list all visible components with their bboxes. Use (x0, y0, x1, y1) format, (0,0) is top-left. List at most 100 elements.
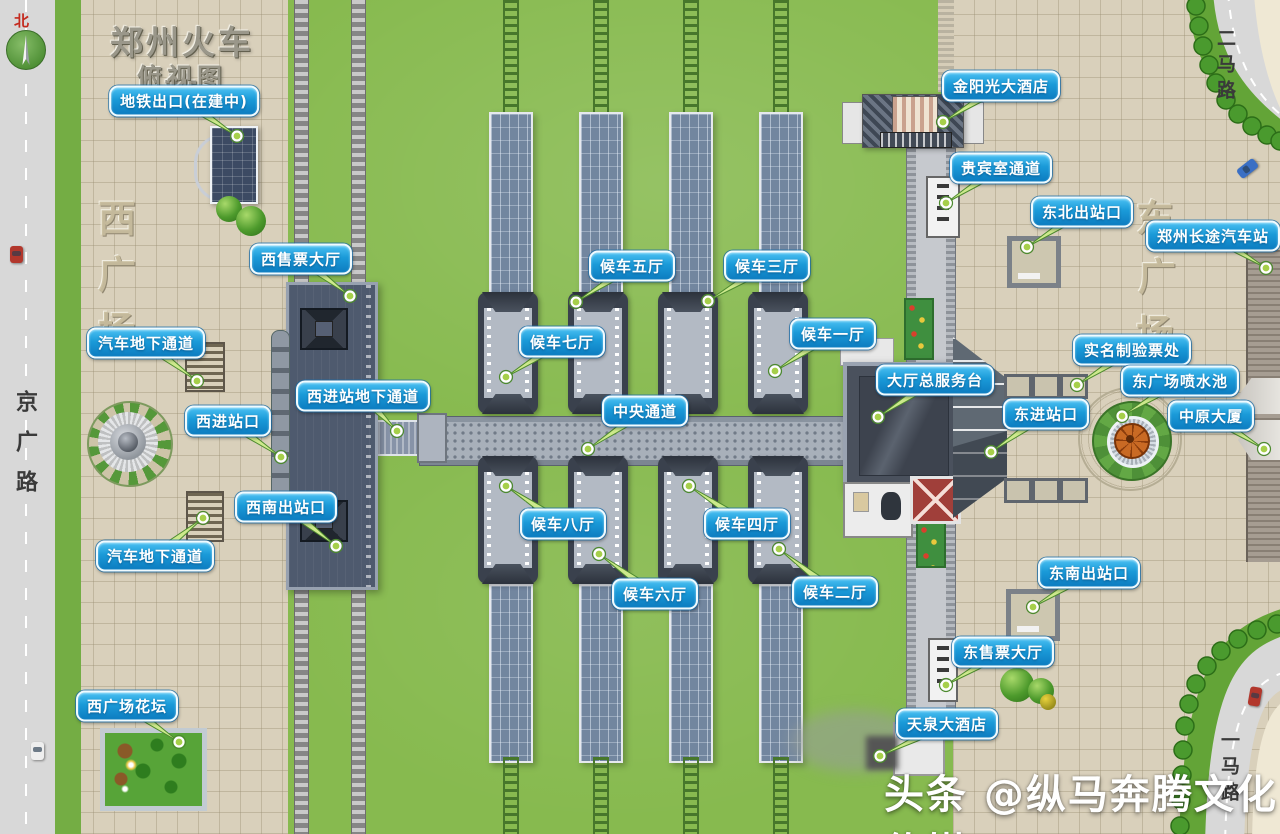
road-centerline (25, 0, 27, 834)
south-annex (843, 482, 913, 538)
pointer-dot-zhongyuan-tower (1258, 443, 1270, 455)
skylight (300, 308, 348, 350)
pointer-ring-waiting-hall-5 (568, 294, 584, 310)
callout-jinyangguang-hotel: 金阳光大酒店 (941, 70, 1061, 102)
pointer-dot-jinyangguang-hotel (937, 116, 949, 128)
bush-yellow (1040, 694, 1056, 710)
pointer-dot-waiting-hall-8 (500, 480, 512, 492)
pointer-ring-east-ticket-hall (938, 677, 954, 693)
pointer-dot-waiting-hall-3 (702, 295, 714, 307)
pointer-ring-southeast-exit (1025, 599, 1041, 615)
corridor-flower-strip (904, 298, 934, 360)
pointer-dot-central-corridor (582, 443, 594, 455)
callout-zhengzhou-coach-station: 郑州长途汽车站 (1145, 220, 1280, 252)
pointer-ring-vip-lounge-corridor (938, 195, 954, 211)
pointer-ring-waiting-hall-3 (700, 293, 716, 309)
underpass-connector (417, 413, 447, 463)
corridor-flower-strip (916, 520, 946, 568)
road-name-left: 京广路 (12, 390, 37, 510)
pointer-dot-west-ticket-hall (344, 290, 356, 302)
fountain-hub (1126, 435, 1134, 443)
pointer-dot-car-underpass-south (197, 512, 209, 524)
callout-east-square-fountain: 东广场喷水池 (1120, 365, 1240, 397)
callout-east-entry-gate: 东进站口 (1002, 398, 1090, 430)
pointer-dot-east-entry-gate (985, 446, 997, 458)
callout-waiting-hall-2: 候车二厅 (791, 576, 879, 608)
pointer-ring-waiting-hall-7 (498, 369, 514, 385)
kiosk (1060, 478, 1088, 503)
callout-west-entry-underpass: 西进站地下通道 (295, 380, 431, 412)
pointer-dot-waiting-hall-6 (593, 548, 605, 560)
pointer-dot-waiting-hall-5 (570, 296, 582, 308)
compass-north-label: 北 (14, 12, 30, 30)
callout-subway-exit: 地铁出口(在建中) (109, 85, 259, 117)
platform-canopy (669, 112, 713, 297)
west-fountain (87, 401, 173, 487)
callout-vip-lounge-corridor: 贵宾室通道 (949, 152, 1053, 184)
pointer-ring-zhengzhou-coach-station (1258, 260, 1274, 276)
rail-track (773, 0, 789, 114)
pointer-dot-southwest-exit (330, 540, 342, 552)
car-white (31, 742, 44, 760)
platform-canopy (669, 584, 713, 763)
callout-west-entry-gate: 西进站口 (184, 405, 272, 437)
pointer-ring-tianquan-hotel (872, 748, 888, 764)
pointer-dot-zhengzhou-coach-station (1260, 262, 1272, 274)
pointer-dot-east-square-fountain (1116, 410, 1128, 422)
pointer-dot-main-hall-service-desk (872, 411, 884, 423)
pointer-ring-car-underpass-south (195, 510, 211, 526)
callout-tianquan-hotel: 天泉大酒店 (895, 708, 999, 740)
pointer-ring-west-square-flowerbed (171, 734, 187, 750)
road-name-top-right: 二马路 (1214, 28, 1236, 106)
compass-needle (22, 35, 30, 65)
west-square-char-1: 西 (98, 197, 137, 241)
compass-icon (6, 30, 46, 70)
pointer-ring-car-underpass-north (189, 373, 205, 389)
pointer-dot-west-square-flowerbed (173, 736, 185, 748)
callout-car-underpass-north: 汽车地下通道 (86, 327, 206, 359)
kiosk (1004, 374, 1032, 399)
pointer-ring-waiting-hall-2 (771, 541, 787, 557)
pointer-dot-west-entry-underpass (391, 425, 403, 437)
pointer-ring-waiting-hall-4 (681, 478, 697, 494)
pointer-ring-southwest-exit (328, 538, 344, 554)
pointer-dot-southeast-exit (1027, 601, 1039, 613)
platform-canopy (759, 584, 803, 763)
northeast-exit-structure (1007, 236, 1061, 288)
pointer-ring-east-square-fountain (1114, 408, 1130, 424)
pointer-dot-waiting-hall-7 (500, 371, 512, 383)
pointer-dot-east-ticket-hall (940, 679, 952, 691)
pointer-dot-subway-exit (231, 130, 243, 142)
pointer-ring-main-hall-service-desk (870, 409, 886, 425)
platform-canopy (579, 584, 623, 763)
callout-waiting-hall-7: 候车七厅 (518, 326, 606, 358)
annex-block (881, 492, 901, 520)
callout-northeast-exit: 东北出站口 (1030, 196, 1134, 228)
callout-southeast-exit: 东南出站口 (1037, 557, 1141, 589)
callout-main-hall-service-desk: 大厅总服务台 (875, 364, 995, 396)
callout-waiting-hall-6: 候车六厅 (611, 578, 699, 610)
bush (236, 206, 266, 236)
verge-se (1179, 609, 1280, 834)
corner-island-ne (1254, 0, 1280, 108)
pointer-ring-waiting-hall-1 (767, 363, 783, 379)
callout-west-ticket-hall: 西售票大厅 (249, 243, 353, 275)
kiosk (1004, 478, 1032, 503)
road-yimalu (1184, 626, 1280, 834)
hotel-entrance (880, 132, 952, 148)
pointer-dot-waiting-hall-4 (683, 480, 695, 492)
pointer-ring-west-entry-gate (273, 449, 289, 465)
west-square-flowerbed (100, 728, 207, 811)
pointer-dot-tianquan-hotel (874, 750, 886, 762)
east-square-fountain (1078, 387, 1182, 491)
waiting-hall-8 (478, 456, 538, 584)
pointer-ring-realname-ticket-check (1069, 377, 1085, 393)
west-square-char-2: 广 (98, 253, 137, 297)
watermark: 头条 @纵马奔腾文化传媒 (884, 772, 1278, 834)
red-pavilion (910, 476, 961, 524)
callout-west-square-flowerbed: 西广场花坛 (75, 690, 179, 722)
callout-waiting-hall-5: 候车五厅 (588, 250, 676, 282)
corner-island-se (1252, 703, 1280, 834)
rail-track (683, 0, 699, 114)
